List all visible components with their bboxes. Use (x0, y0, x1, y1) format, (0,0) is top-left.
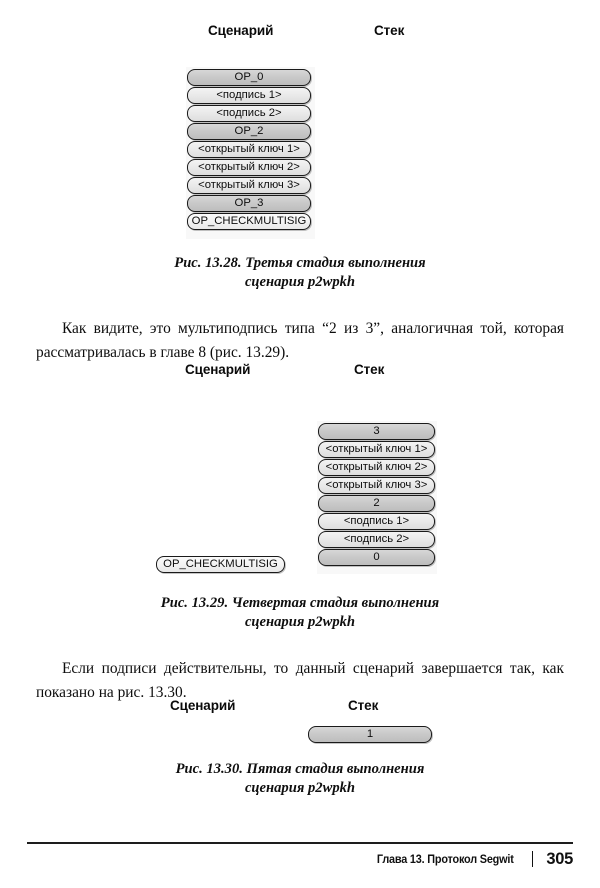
stack-box: <подпись 2> (187, 105, 311, 122)
stack-box-label: <открытый ключ 3> (198, 179, 300, 191)
figure-2-script-column: OP_CHECKMULTISIG (156, 556, 285, 574)
stack-box: 2 (318, 495, 435, 512)
stack-box-label: OP_0 (234, 71, 264, 83)
stack-box-label: <подпись 2> (216, 107, 282, 119)
stack-box-label: <подпись 1> (216, 89, 282, 101)
stack-box-label: <открытый ключ 1> (325, 443, 428, 455)
stack-box: <подпись 1> (318, 513, 435, 530)
stack-box-label: OP_2 (234, 125, 264, 137)
figure-1-stack-column: OP_0 <подпись 1> <подпись 2> OP_2 <открытый … (187, 69, 311, 231)
stack-box: <открытый ключ 3> (187, 177, 311, 194)
stack-box-label: <открытый ключ 1> (198, 143, 300, 155)
stack-box-label: <подпись 1> (343, 515, 410, 527)
figure-2-caption-line2: сценария p2wpkh (244, 613, 356, 630)
stack-box: <открытый ключ 1> (318, 441, 435, 458)
figure-3-column-headers: Сценарий Стек (0, 697, 600, 715)
stack-box-label: 0 (373, 551, 380, 563)
stack-box: <подпись 1> (187, 87, 311, 104)
stack-box: <подпись 2> (318, 531, 435, 548)
stack-box-label: 1 (366, 728, 374, 740)
stack-box-label: 2 (373, 497, 380, 509)
column-header-stack: Стек (348, 698, 379, 713)
stack-box-label: <открытый ключ 3> (325, 479, 428, 491)
paragraph-1: Как видите, это мультиподпись типа “2 из… (36, 320, 564, 361)
stack-box: <открытый ключ 2> (318, 459, 435, 476)
footer-divider (27, 842, 573, 844)
stack-box-label: <открытый ключ 2> (325, 461, 428, 473)
column-header-script: Сценарий (170, 698, 236, 713)
stack-box: OP_3 (187, 195, 311, 212)
figure-1-caption-line1: Рис. 13.28. Третья стадия выполнения (174, 255, 426, 271)
stack-box-label: OP_CHECKMULTISIG (163, 558, 278, 570)
footer-separator (531, 851, 534, 867)
page-footer: Глава 13. Протокол Segwit 305 (27, 849, 573, 869)
figure-1-column-headers: Сценарий Стек (0, 22, 600, 40)
stack-box: OP_CHECKMULTISIG (156, 556, 285, 573)
stack-box-label: OP_CHECKMULTISIG (191, 215, 307, 227)
stack-box: <открытый ключ 3> (318, 477, 435, 494)
column-header-script: Сценарий (185, 362, 251, 377)
column-header-script: Сценарий (208, 23, 274, 38)
figure-2-column-headers: Сценарий Стек (0, 361, 600, 379)
stack-box: 1 (308, 726, 432, 743)
figure-3-caption-line2: сценария p2wpkh (244, 779, 356, 796)
figure-3-stack-column: 1 (308, 726, 432, 744)
column-header-stack: Стек (374, 23, 405, 38)
stack-box: OP_CHECKMULTISIG (187, 213, 311, 230)
figure-3-caption: Рис. 13.30. Пятая стадия выполнения сцен… (0, 760, 600, 797)
stack-box: OP_2 (187, 123, 311, 140)
stack-box: 0 (318, 549, 435, 566)
figure-2-caption: Рис. 13.29. Четвертая стадия выполнения … (0, 594, 600, 631)
footer-chapter-label: Глава 13. Протокол Segwit (376, 852, 514, 866)
figure-1-caption: Рис. 13.28. Третья стадия выполнения сце… (0, 254, 600, 291)
stack-box-label: <подпись 2> (343, 533, 410, 545)
stack-box-label: <открытый ключ 2> (198, 161, 300, 173)
stack-box: <открытый ключ 2> (187, 159, 311, 176)
figure-2-stack-column: 3 <открытый ключ 1> <открытый ключ 2> <откр… (318, 423, 435, 567)
figure-3-caption-line1: Рис. 13.30. Пятая стадия выполнения (175, 761, 425, 777)
column-header-stack: Стек (354, 362, 385, 377)
figure-1-caption-line2: сценария p2wpkh (244, 273, 356, 290)
stack-box: <открытый ключ 1> (187, 141, 311, 158)
page-number: 305 (546, 849, 573, 868)
figure-2-caption-line1: Рис. 13.29. Четвертая стадия выполнения (160, 595, 440, 611)
stack-box-label: 3 (373, 425, 380, 437)
stack-box: OP_0 (187, 69, 311, 86)
paragraph-2: Если подписи действительны, то данный сц… (36, 660, 564, 701)
stack-box: 3 (318, 423, 435, 440)
stack-box-label: OP_3 (234, 197, 264, 209)
